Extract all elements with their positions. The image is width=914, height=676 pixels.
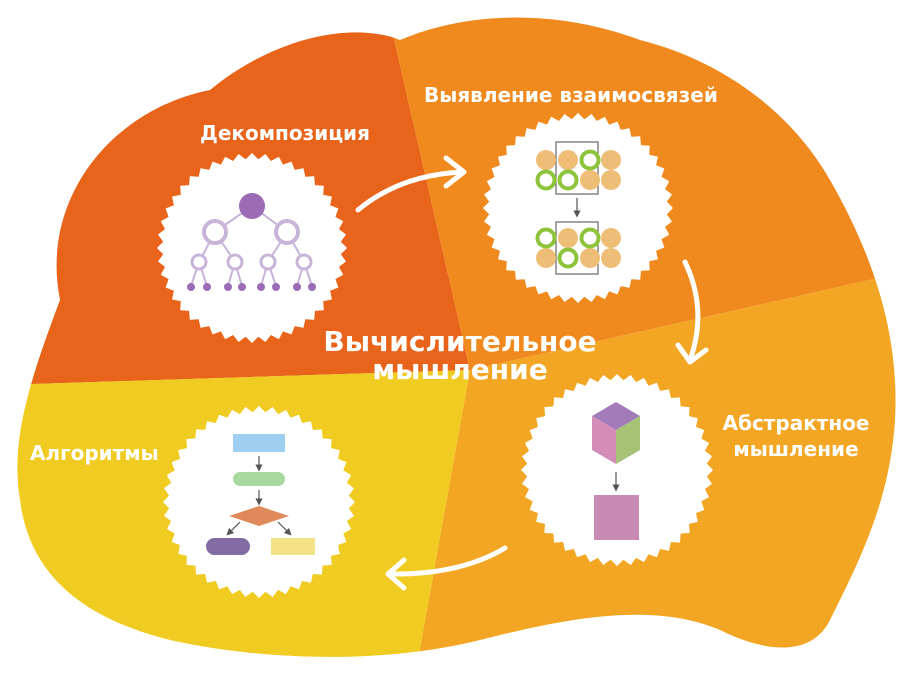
arrow-abstraction-to-algorithms-head xyxy=(385,557,407,591)
burst-patterns xyxy=(483,113,673,303)
arrow-decomposition-to-patterns xyxy=(355,169,465,213)
flowchart-icon xyxy=(206,434,315,555)
pattern-matching-icon xyxy=(535,141,621,275)
label-abstraction-line1: Абстрактное xyxy=(722,411,870,435)
arrow-decomposition-to-patterns-head xyxy=(443,155,467,189)
tree-hierarchy-icon xyxy=(187,193,316,291)
diagram-title: Вычислительное мышление xyxy=(310,328,610,384)
arrow-abstraction-to-algorithms xyxy=(387,545,508,577)
label-algorithms: Алгоритмы xyxy=(30,441,159,465)
title-line2: мышление xyxy=(372,353,548,386)
burst-abstraction xyxy=(521,374,713,566)
label-abstraction-line2: мышление xyxy=(733,437,859,461)
title-line1: Вычислительное xyxy=(323,325,597,358)
label-abstraction: Абстрактное мышление xyxy=(716,410,876,462)
burst-decomposition xyxy=(157,153,347,343)
label-decomposition: Декомпозиция xyxy=(200,121,370,145)
label-pattern-recognition: Выявление взаимосвязей xyxy=(424,83,718,107)
arrow-patterns-to-abstraction xyxy=(682,259,701,363)
cube-to-square-icon xyxy=(592,402,640,540)
arrow-patterns-to-abstraction-head xyxy=(675,342,709,365)
